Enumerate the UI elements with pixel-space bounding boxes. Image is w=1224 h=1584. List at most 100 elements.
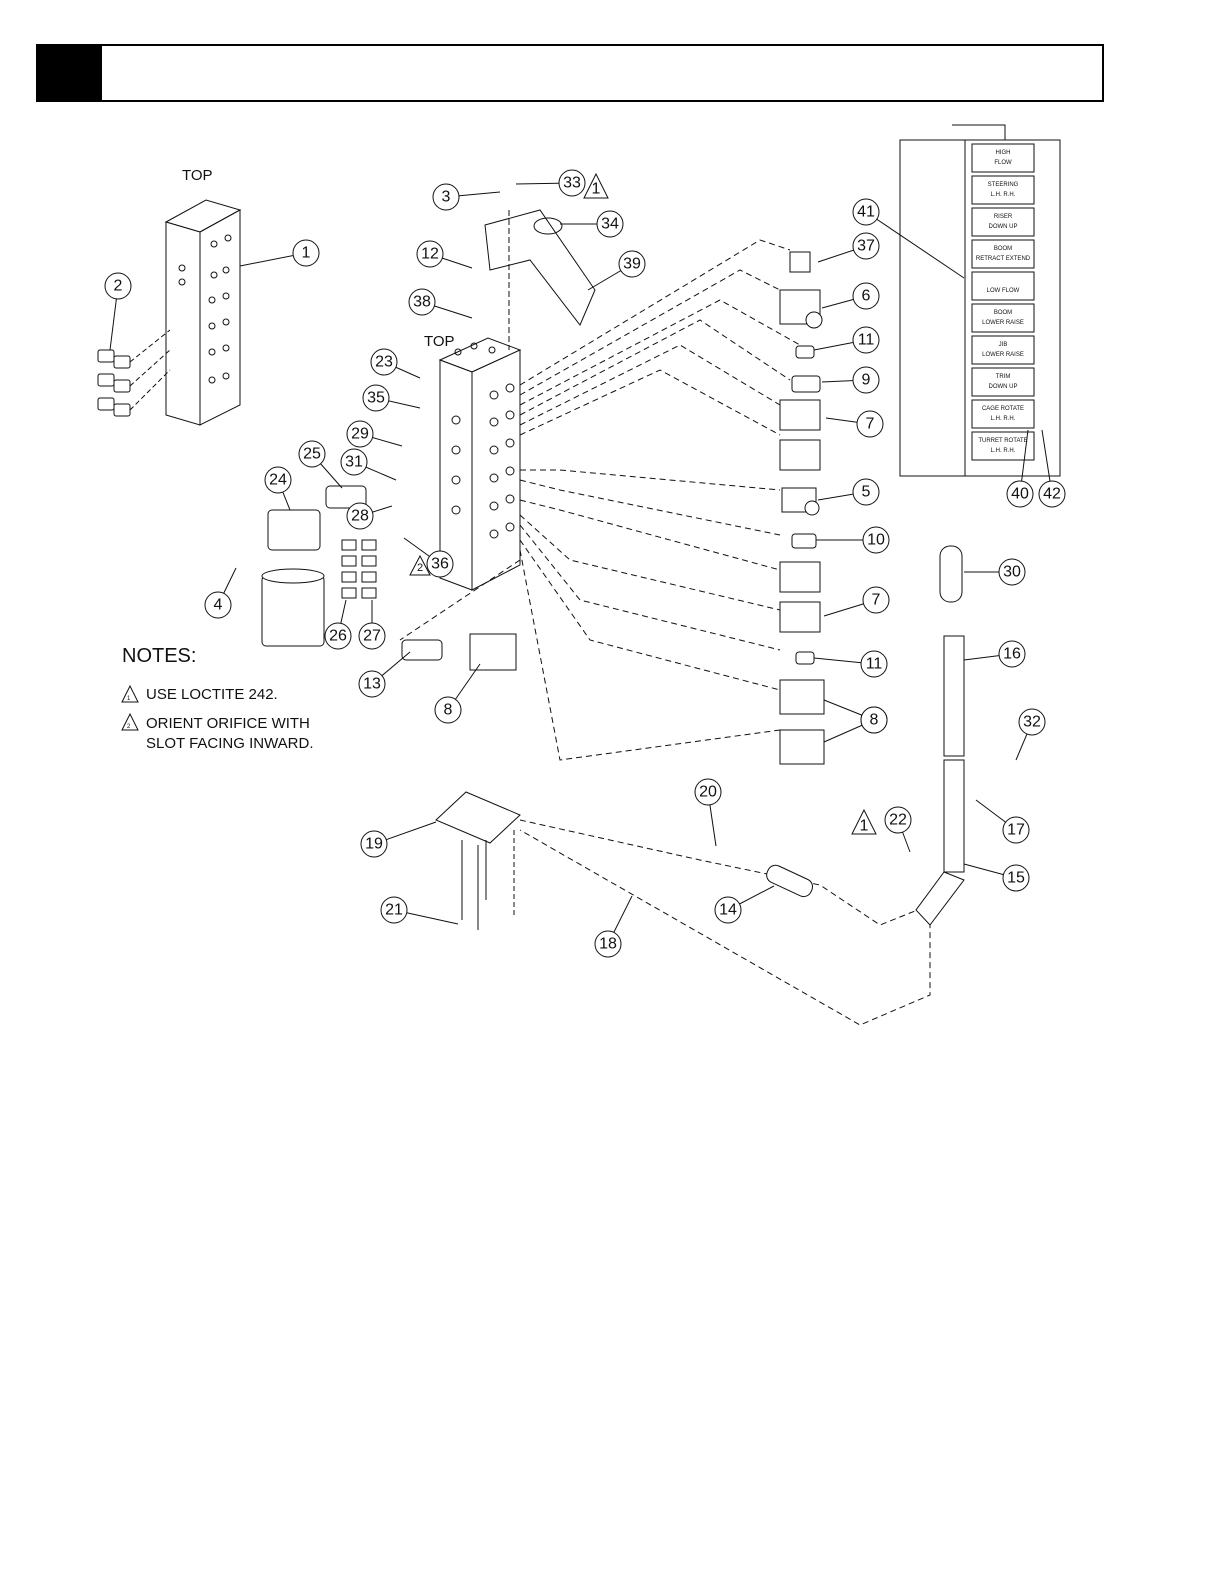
- notes-title: NOTES:: [122, 645, 196, 667]
- callout-27: 27: [358, 600, 386, 650]
- svg-text:BOOM: BOOM: [994, 246, 1012, 252]
- svg-text:CAGE ROTATE: CAGE ROTATE: [982, 406, 1024, 412]
- svg-text:14: 14: [719, 902, 737, 919]
- callout-14: 14: [714, 885, 775, 924]
- callout-34: 34: [560, 210, 624, 238]
- filter-assembly-24: [261, 485, 367, 647]
- callout-30: 30: [964, 558, 1026, 586]
- dashed-routing-lines: [399, 239, 931, 1026]
- callout-37: 37: [817, 232, 880, 263]
- svg-text:7: 7: [872, 592, 881, 609]
- note-1-marker: 1: [127, 696, 131, 702]
- warning-triangle-22: 1: [851, 808, 877, 835]
- fittings-group-26-27: [341, 539, 377, 599]
- callout-1: 1: [239, 239, 320, 267]
- warning-triangle-33: 1: [583, 172, 609, 199]
- svg-text:RISER: RISER: [994, 214, 1013, 220]
- svg-text:1: 1: [860, 818, 869, 835]
- svg-text:DOWN UP: DOWN UP: [989, 224, 1018, 230]
- svg-text:20: 20: [699, 784, 717, 801]
- svg-text:22: 22: [889, 812, 907, 829]
- callout-8: 8: [434, 663, 481, 724]
- callout-38: 38: [408, 288, 473, 319]
- note-2-text-cont: SLOT FACING INWARD.: [146, 735, 314, 752]
- callout-7: 7: [823, 586, 890, 617]
- bracket-39: [484, 209, 596, 350]
- solenoid-valves-right: [779, 251, 825, 765]
- callout-21: 21: [380, 896, 459, 925]
- callout-17: 17: [975, 799, 1030, 844]
- callout-8: 8: [823, 706, 888, 743]
- callout-41: 41: [852, 198, 965, 279]
- notes-block: NOTES: 1 USE LOCTITE 242. 2 ORIENT ORIFI…: [121, 645, 314, 752]
- svg-text:15: 15: [1007, 870, 1025, 887]
- control-panel-frame: [899, 124, 1061, 477]
- callout-11: 11: [813, 326, 880, 354]
- svg-text:28: 28: [351, 508, 369, 525]
- callout-35: 35: [362, 384, 421, 412]
- control-panel-row: BOOM RETRACT EXTEND: [971, 239, 1035, 269]
- callout-5: 5: [817, 478, 880, 506]
- control-panel-row: LOW FLOW: [971, 271, 1035, 301]
- svg-text:8: 8: [444, 702, 453, 719]
- callout-25: 25: [298, 440, 343, 489]
- svg-text:10: 10: [867, 532, 885, 549]
- svg-text:JIB: JIB: [999, 342, 1008, 348]
- fittings-group-2: [97, 329, 171, 417]
- callout-13: 13: [358, 651, 411, 698]
- callout-9: 9: [821, 366, 880, 394]
- callout-20: 20: [694, 778, 722, 847]
- svg-text:17: 17: [1007, 822, 1025, 839]
- svg-text:40: 40: [1011, 486, 1029, 503]
- svg-text:LOWER RAISE: LOWER RAISE: [982, 320, 1024, 326]
- callout-26: 26: [324, 599, 352, 650]
- callout-36: 36: [403, 537, 454, 578]
- svg-text:27: 27: [363, 628, 381, 645]
- manifold-block-left: [164, 199, 242, 426]
- svg-text:25: 25: [303, 446, 321, 463]
- svg-text:16: 16: [1003, 646, 1021, 663]
- note-2-marker: 2: [127, 724, 131, 730]
- callout-24: 24: [264, 466, 292, 511]
- svg-text:LOW FLOW: LOW FLOW: [987, 288, 1020, 294]
- svg-text:9: 9: [862, 372, 871, 389]
- svg-text:29: 29: [351, 426, 369, 443]
- svg-text:STEERING: STEERING: [988, 182, 1019, 188]
- svg-text:RETRACT EXTEND: RETRACT EXTEND: [976, 256, 1031, 262]
- svg-text:2: 2: [114, 278, 123, 295]
- svg-text:7: 7: [866, 416, 875, 433]
- callout-16: 16: [963, 640, 1026, 668]
- top-label-left: TOP: [182, 167, 213, 184]
- svg-text:2: 2: [417, 562, 423, 574]
- top-label-center: TOP: [424, 333, 455, 350]
- callout-2: 2: [104, 272, 132, 351]
- svg-text:4: 4: [214, 597, 223, 614]
- svg-text:12: 12: [421, 246, 439, 263]
- section-tab: [38, 46, 102, 100]
- callout-40: 40: [1006, 429, 1034, 508]
- callout-28: 28: [346, 502, 393, 530]
- svg-text:6: 6: [862, 288, 871, 305]
- header-bar: [36, 44, 1104, 102]
- svg-text:21: 21: [385, 902, 403, 919]
- svg-text:32: 32: [1023, 714, 1041, 731]
- callout-11: 11: [813, 650, 888, 678]
- svg-text:41: 41: [857, 204, 875, 221]
- svg-text:1: 1: [592, 181, 601, 198]
- callout-10: 10: [816, 526, 890, 554]
- svg-text:23: 23: [375, 354, 393, 371]
- pin-14: [766, 864, 814, 898]
- callout-33: 33: [515, 169, 586, 197]
- callout-12: 12: [416, 240, 473, 269]
- svg-text:19: 19: [365, 836, 383, 853]
- svg-text:26: 26: [329, 628, 347, 645]
- svg-text:TURRET ROTATE: TURRET ROTATE: [978, 438, 1027, 444]
- callout-22: 22: [884, 806, 912, 853]
